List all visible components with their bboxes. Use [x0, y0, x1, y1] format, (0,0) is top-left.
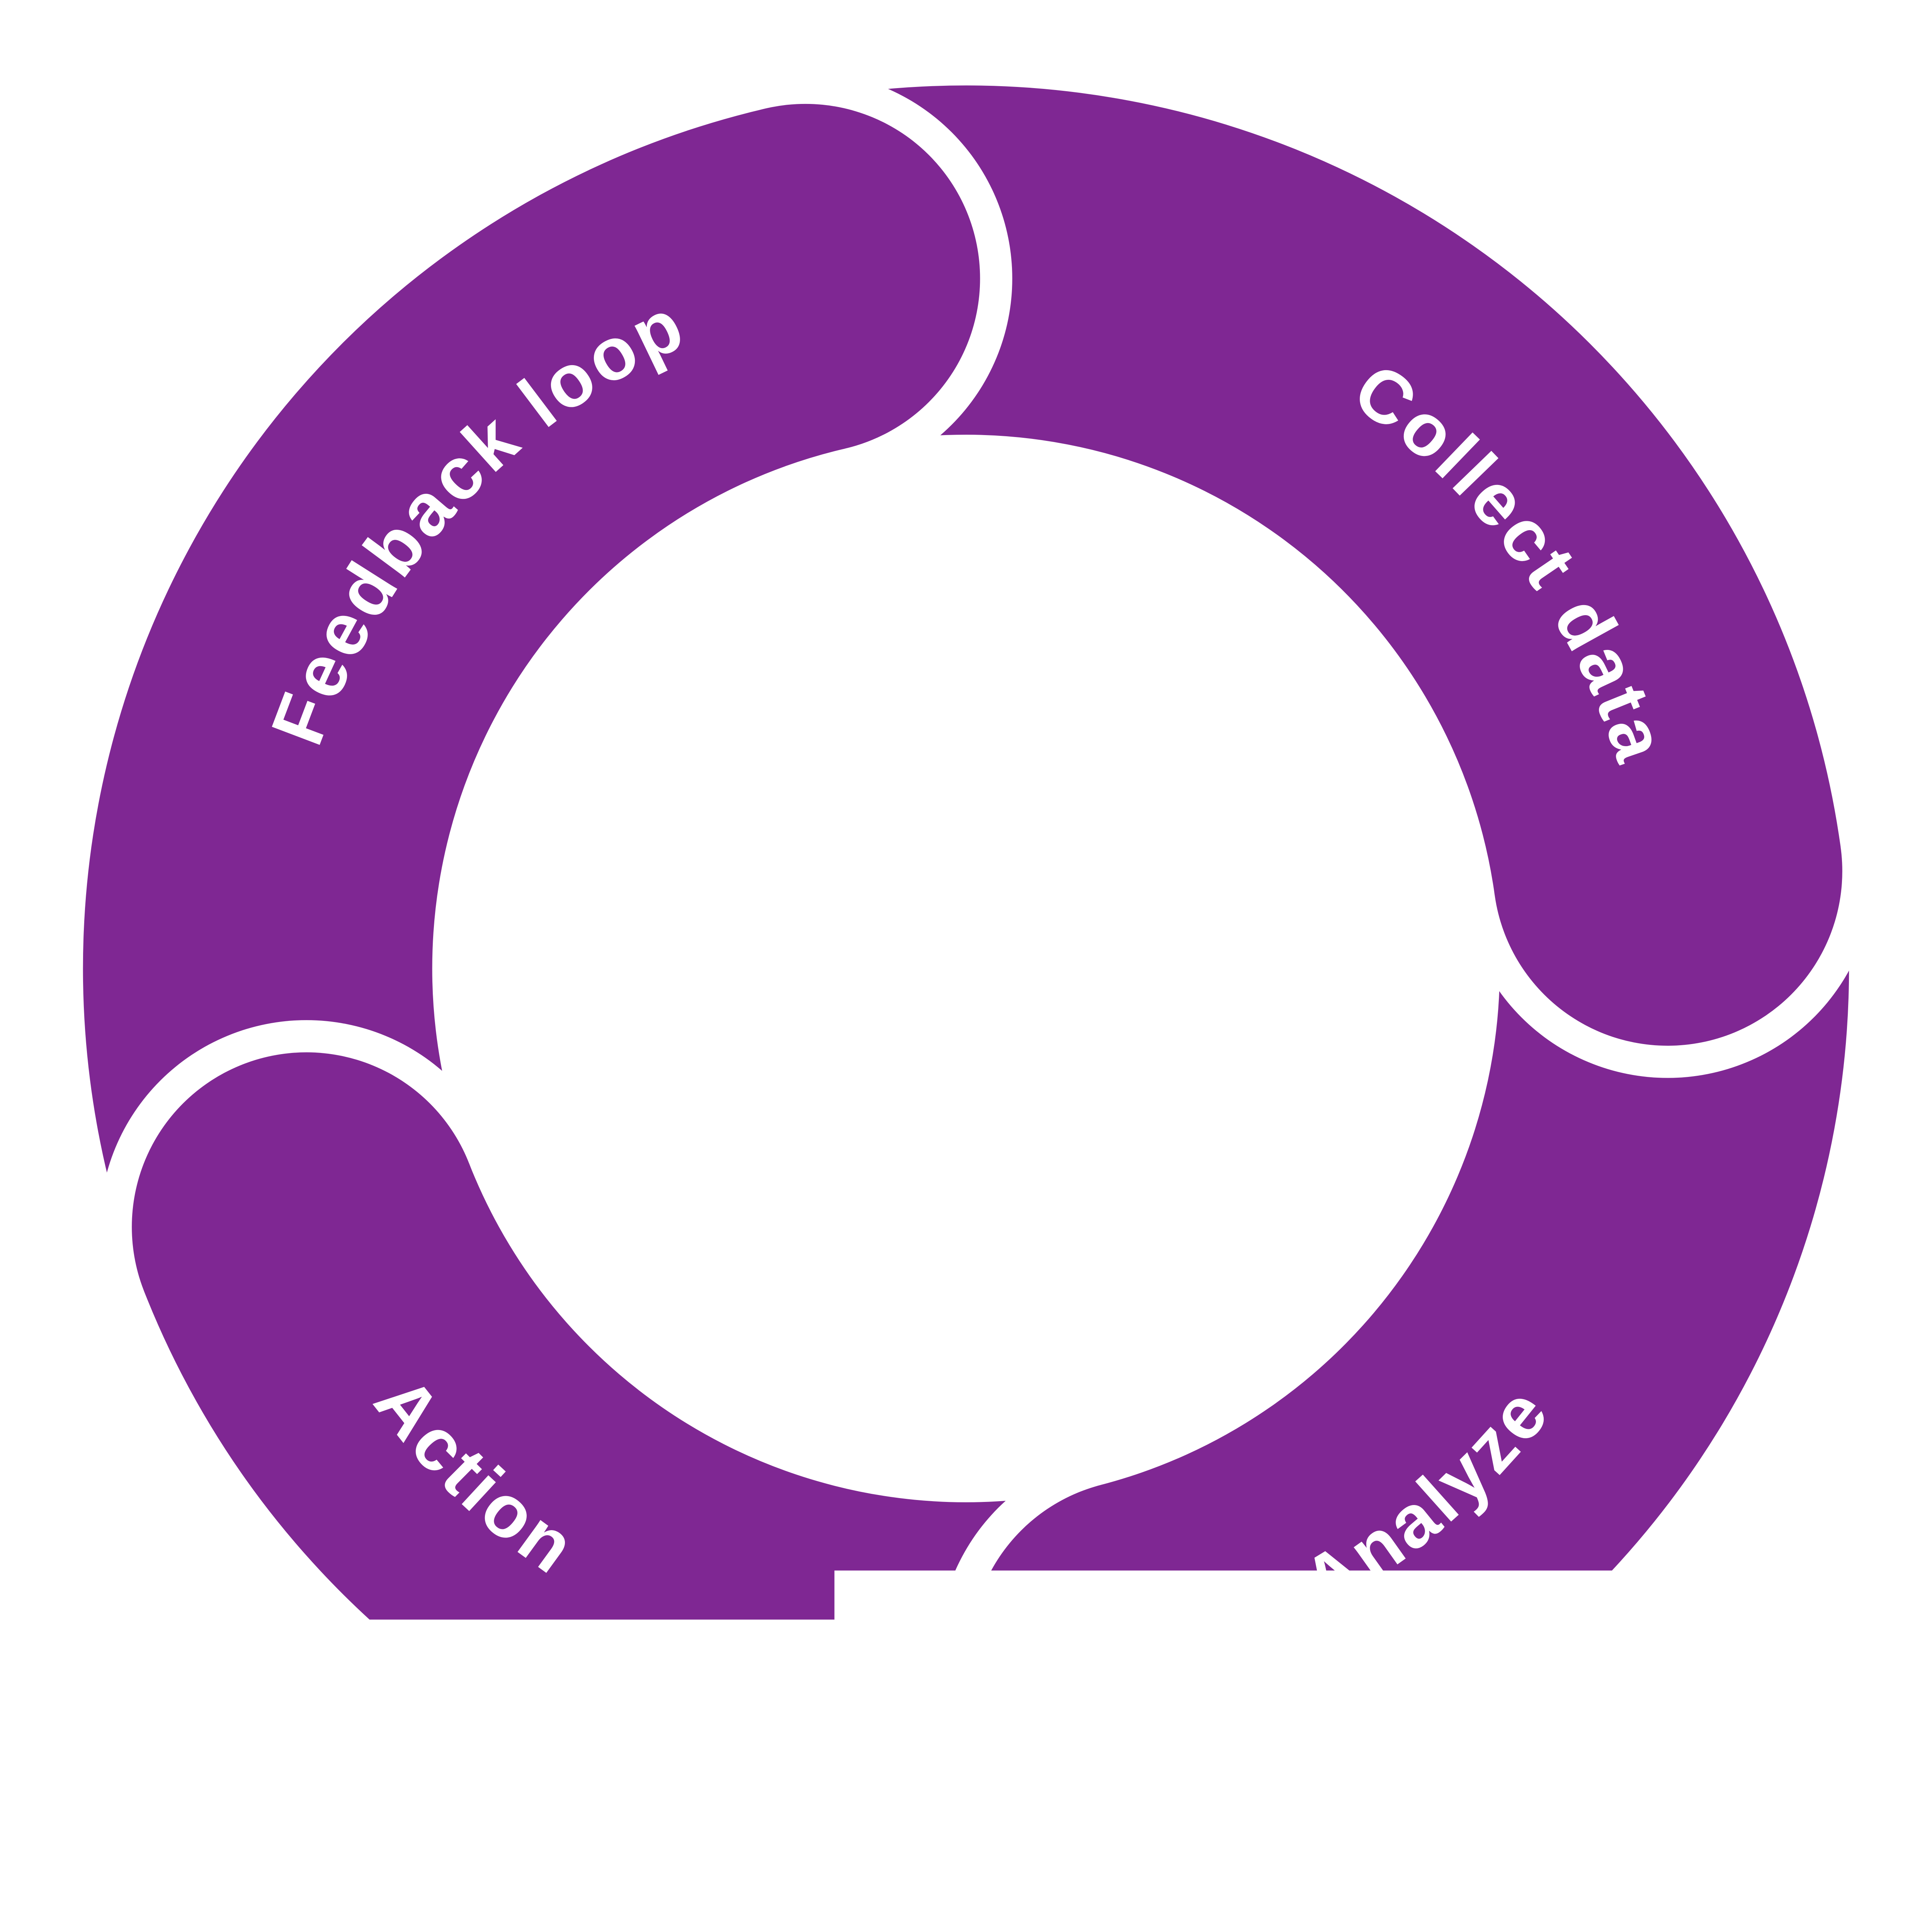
cycle-diagram: Collect data Analyze Action Feedback loo…: [0, 0, 1932, 1927]
